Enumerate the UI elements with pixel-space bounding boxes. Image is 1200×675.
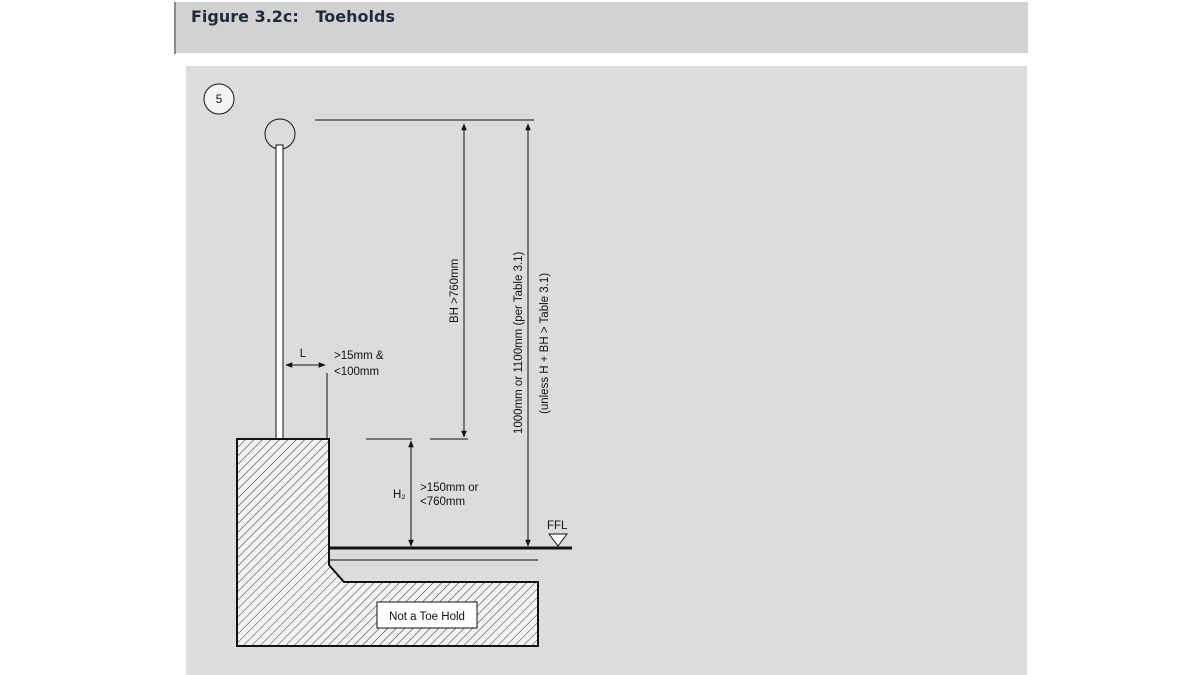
h-range-line2: <760mm (420, 496, 465, 508)
not-toehold-box (376, 601, 478, 629)
section-badge: 5 (203, 83, 235, 115)
h-label: H₂ (393, 489, 406, 501)
figure-title: Figure 3.2c: Toeholds (191, 7, 395, 26)
diagram-panel: 5 BH >760mm 1000mm or 1100mm (per Table … (186, 66, 1027, 675)
gap-range-line2: <100mm (334, 366, 379, 378)
overall-height-label: 1000mm or 1100mm (per Table 3.1) (513, 251, 525, 434)
section-badge-number: 5 (216, 94, 222, 106)
ffl-label: FFL (547, 520, 568, 532)
not-toehold-label: Not a Toe Hold (389, 611, 465, 623)
h-range-line1: >150mm or (420, 482, 479, 494)
toehold-diagram: 5 BH >760mm 1000mm or 1100mm (per Table … (203, 83, 572, 647)
balustrade-post (275, 144, 284, 440)
overall-height-note: (unless H + BH > Table 3.1) (539, 273, 551, 414)
gap-range-line1: >15mm & (334, 350, 384, 362)
ffl-marker-icon (548, 533, 568, 547)
bh-label: BH >760mm (449, 259, 461, 323)
gap-l-label: L (300, 348, 307, 360)
left-rule (174, 2, 176, 54)
upper-ledge-outline (236, 438, 330, 646)
figure-header: Figure 3.2c: Toeholds (176, 2, 1028, 53)
